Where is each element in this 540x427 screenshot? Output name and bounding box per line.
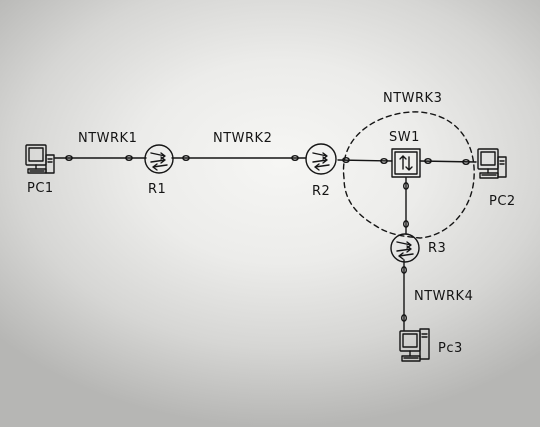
pc2-label: PC2 bbox=[489, 194, 516, 209]
link-endpoint-icon bbox=[462, 158, 470, 165]
link-r2-sw1 bbox=[337, 156, 393, 164]
router-icon bbox=[390, 233, 420, 263]
r3-label: R3 bbox=[428, 241, 447, 256]
switch-icon bbox=[391, 148, 421, 178]
link-sw1-r3 bbox=[403, 177, 410, 235]
link-endpoint-icon bbox=[125, 154, 133, 161]
ntwrk4-label: NTWRK4 bbox=[414, 289, 474, 304]
link-pc1-r1 bbox=[54, 154, 147, 161]
link-endpoint-icon bbox=[342, 156, 350, 163]
link-endpoint-icon bbox=[291, 154, 299, 161]
pc-icon bbox=[25, 144, 55, 174]
link-endpoint-icon bbox=[424, 157, 432, 164]
link-r1-r2 bbox=[171, 154, 307, 161]
sw1-label: SW1 bbox=[389, 130, 420, 145]
link-endpoint-icon bbox=[401, 266, 408, 274]
ntwrk3-boundary bbox=[342, 111, 475, 239]
link-endpoint-icon bbox=[380, 157, 388, 164]
pc-icon bbox=[477, 148, 507, 179]
pc3-label: Pc3 bbox=[438, 341, 463, 356]
ntwrk2-label: NTWRK2 bbox=[213, 131, 273, 146]
link-endpoint-icon bbox=[182, 154, 190, 161]
ntwrk1-label: NTWRK1 bbox=[78, 131, 138, 146]
pc-icon bbox=[399, 328, 430, 362]
router-icon bbox=[305, 143, 337, 175]
link-endpoint-icon bbox=[403, 220, 410, 228]
r1-label: R1 bbox=[148, 182, 167, 197]
pc1-label: PC1 bbox=[27, 181, 54, 196]
link-r3-pc3 bbox=[401, 259, 408, 331]
link-endpoint-icon bbox=[401, 314, 408, 322]
router-icon bbox=[144, 144, 174, 174]
ntwrk3-label: NTWRK3 bbox=[383, 91, 443, 106]
link-endpoint-icon bbox=[65, 154, 73, 161]
r2-label: R2 bbox=[312, 184, 331, 199]
link-endpoint-icon bbox=[403, 182, 410, 190]
link-sw1-pc2 bbox=[419, 157, 477, 165]
